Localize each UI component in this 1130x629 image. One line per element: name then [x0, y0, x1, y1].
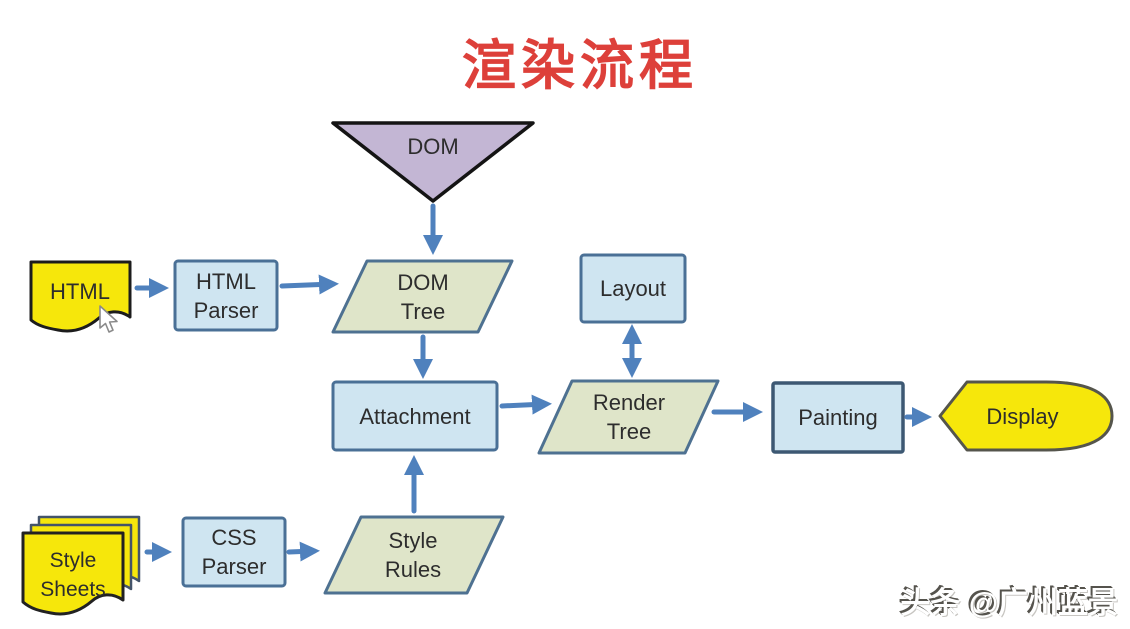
dom-triangle-shape: [331, 121, 535, 203]
page-title: 渲染流程: [462, 36, 698, 96]
css-parser-box-shape: [181, 516, 287, 588]
arrow-css-parser-to-style-rules: [286, 541, 320, 562]
attachment-box-shape: [331, 380, 499, 452]
dom-tree-parallelogram-shape: [331, 259, 514, 334]
painting-box-shape: [771, 381, 905, 454]
style-sheets-front-sheet-shape: [21, 531, 125, 616]
display-shape: [938, 380, 1114, 452]
render-tree-parallelogram-shape: [537, 379, 720, 455]
arrow-html-parser-to-dom-tree: [279, 274, 339, 295]
toutiao-watermark: 头条 @广州蓝景: [900, 587, 1118, 620]
layout-box-shape: [579, 253, 687, 324]
arrow-attachment-to-render-tree: [499, 394, 552, 415]
style-rules-parallelogram-shape: [323, 515, 505, 595]
mouse-cursor-icon: [99, 305, 118, 333]
html-parser-box-shape: [173, 259, 279, 332]
